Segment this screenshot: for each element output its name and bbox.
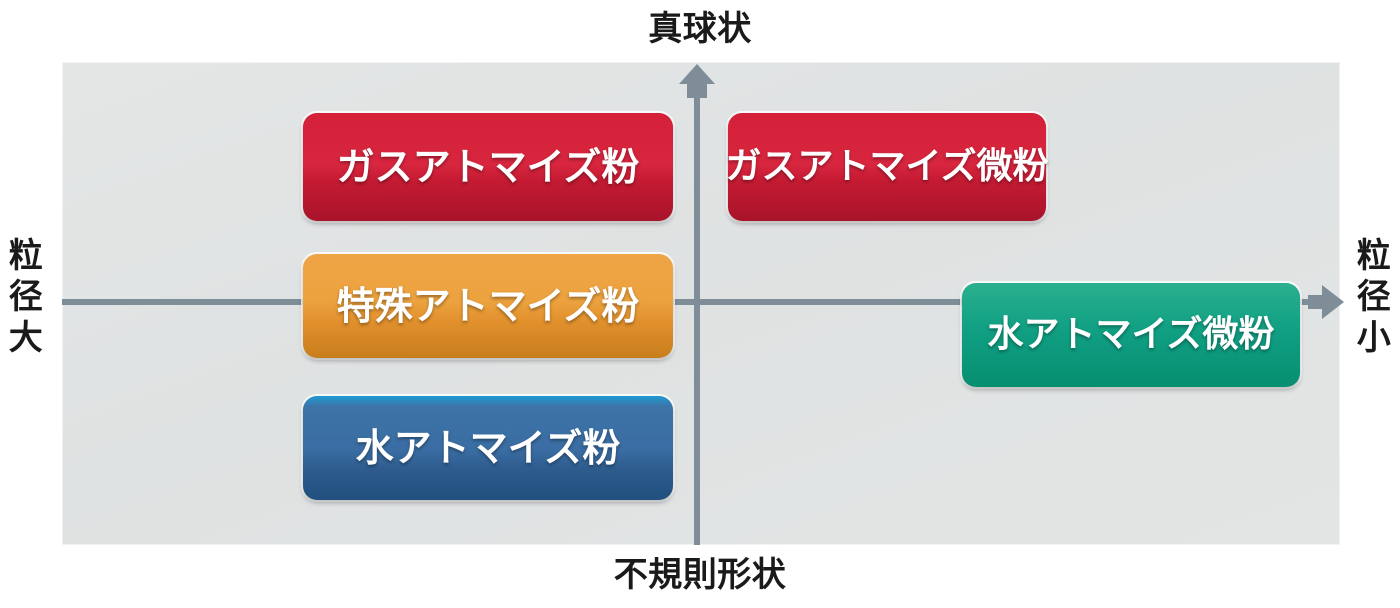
node-gas-atomized-powder[interactable]: ガスアトマイズ粉 xyxy=(303,113,673,221)
node-label: ガスアトマイズ微粉 xyxy=(725,146,1049,187)
node-label: 水アトマイズ微粉 xyxy=(987,314,1275,355)
vertical-axis-line xyxy=(694,90,700,545)
axis-label-right-char-2: 径 xyxy=(1356,277,1392,317)
axis-label-left-char-3: 大 xyxy=(8,318,44,358)
axis-label-right-char-1: 粒 xyxy=(1356,236,1392,276)
arrow-up-icon xyxy=(679,64,715,98)
axis-label-top: 真球状 xyxy=(648,9,752,49)
axis-label-left: 粒 径 大 xyxy=(2,236,50,359)
node-special-atomized-powder[interactable]: 特殊アトマイズ粉 xyxy=(303,254,673,358)
node-gas-atomized-fine-powder[interactable]: ガスアトマイズ微粉 xyxy=(725,113,1049,221)
node-water-atomized-fine-powder[interactable]: 水アトマイズ微粉 xyxy=(962,283,1300,387)
node-label: 特殊アトマイズ粉 xyxy=(336,284,640,328)
arrow-right-icon xyxy=(1308,285,1344,319)
node-label: 水アトマイズ粉 xyxy=(355,426,621,470)
horizontal-axis-line xyxy=(62,299,1324,305)
axis-label-left-char-2: 径 xyxy=(8,277,44,317)
axis-label-bottom: 不規則形状 xyxy=(613,555,787,595)
axis-label-left-char-1: 粒 xyxy=(8,236,44,276)
node-label: ガスアトマイズ粉 xyxy=(336,145,640,189)
axis-label-right: 粒 径 小 xyxy=(1350,236,1398,359)
node-water-atomized-powder[interactable]: 水アトマイズ粉 xyxy=(303,396,673,500)
axis-label-right-char-3: 小 xyxy=(1356,318,1392,358)
